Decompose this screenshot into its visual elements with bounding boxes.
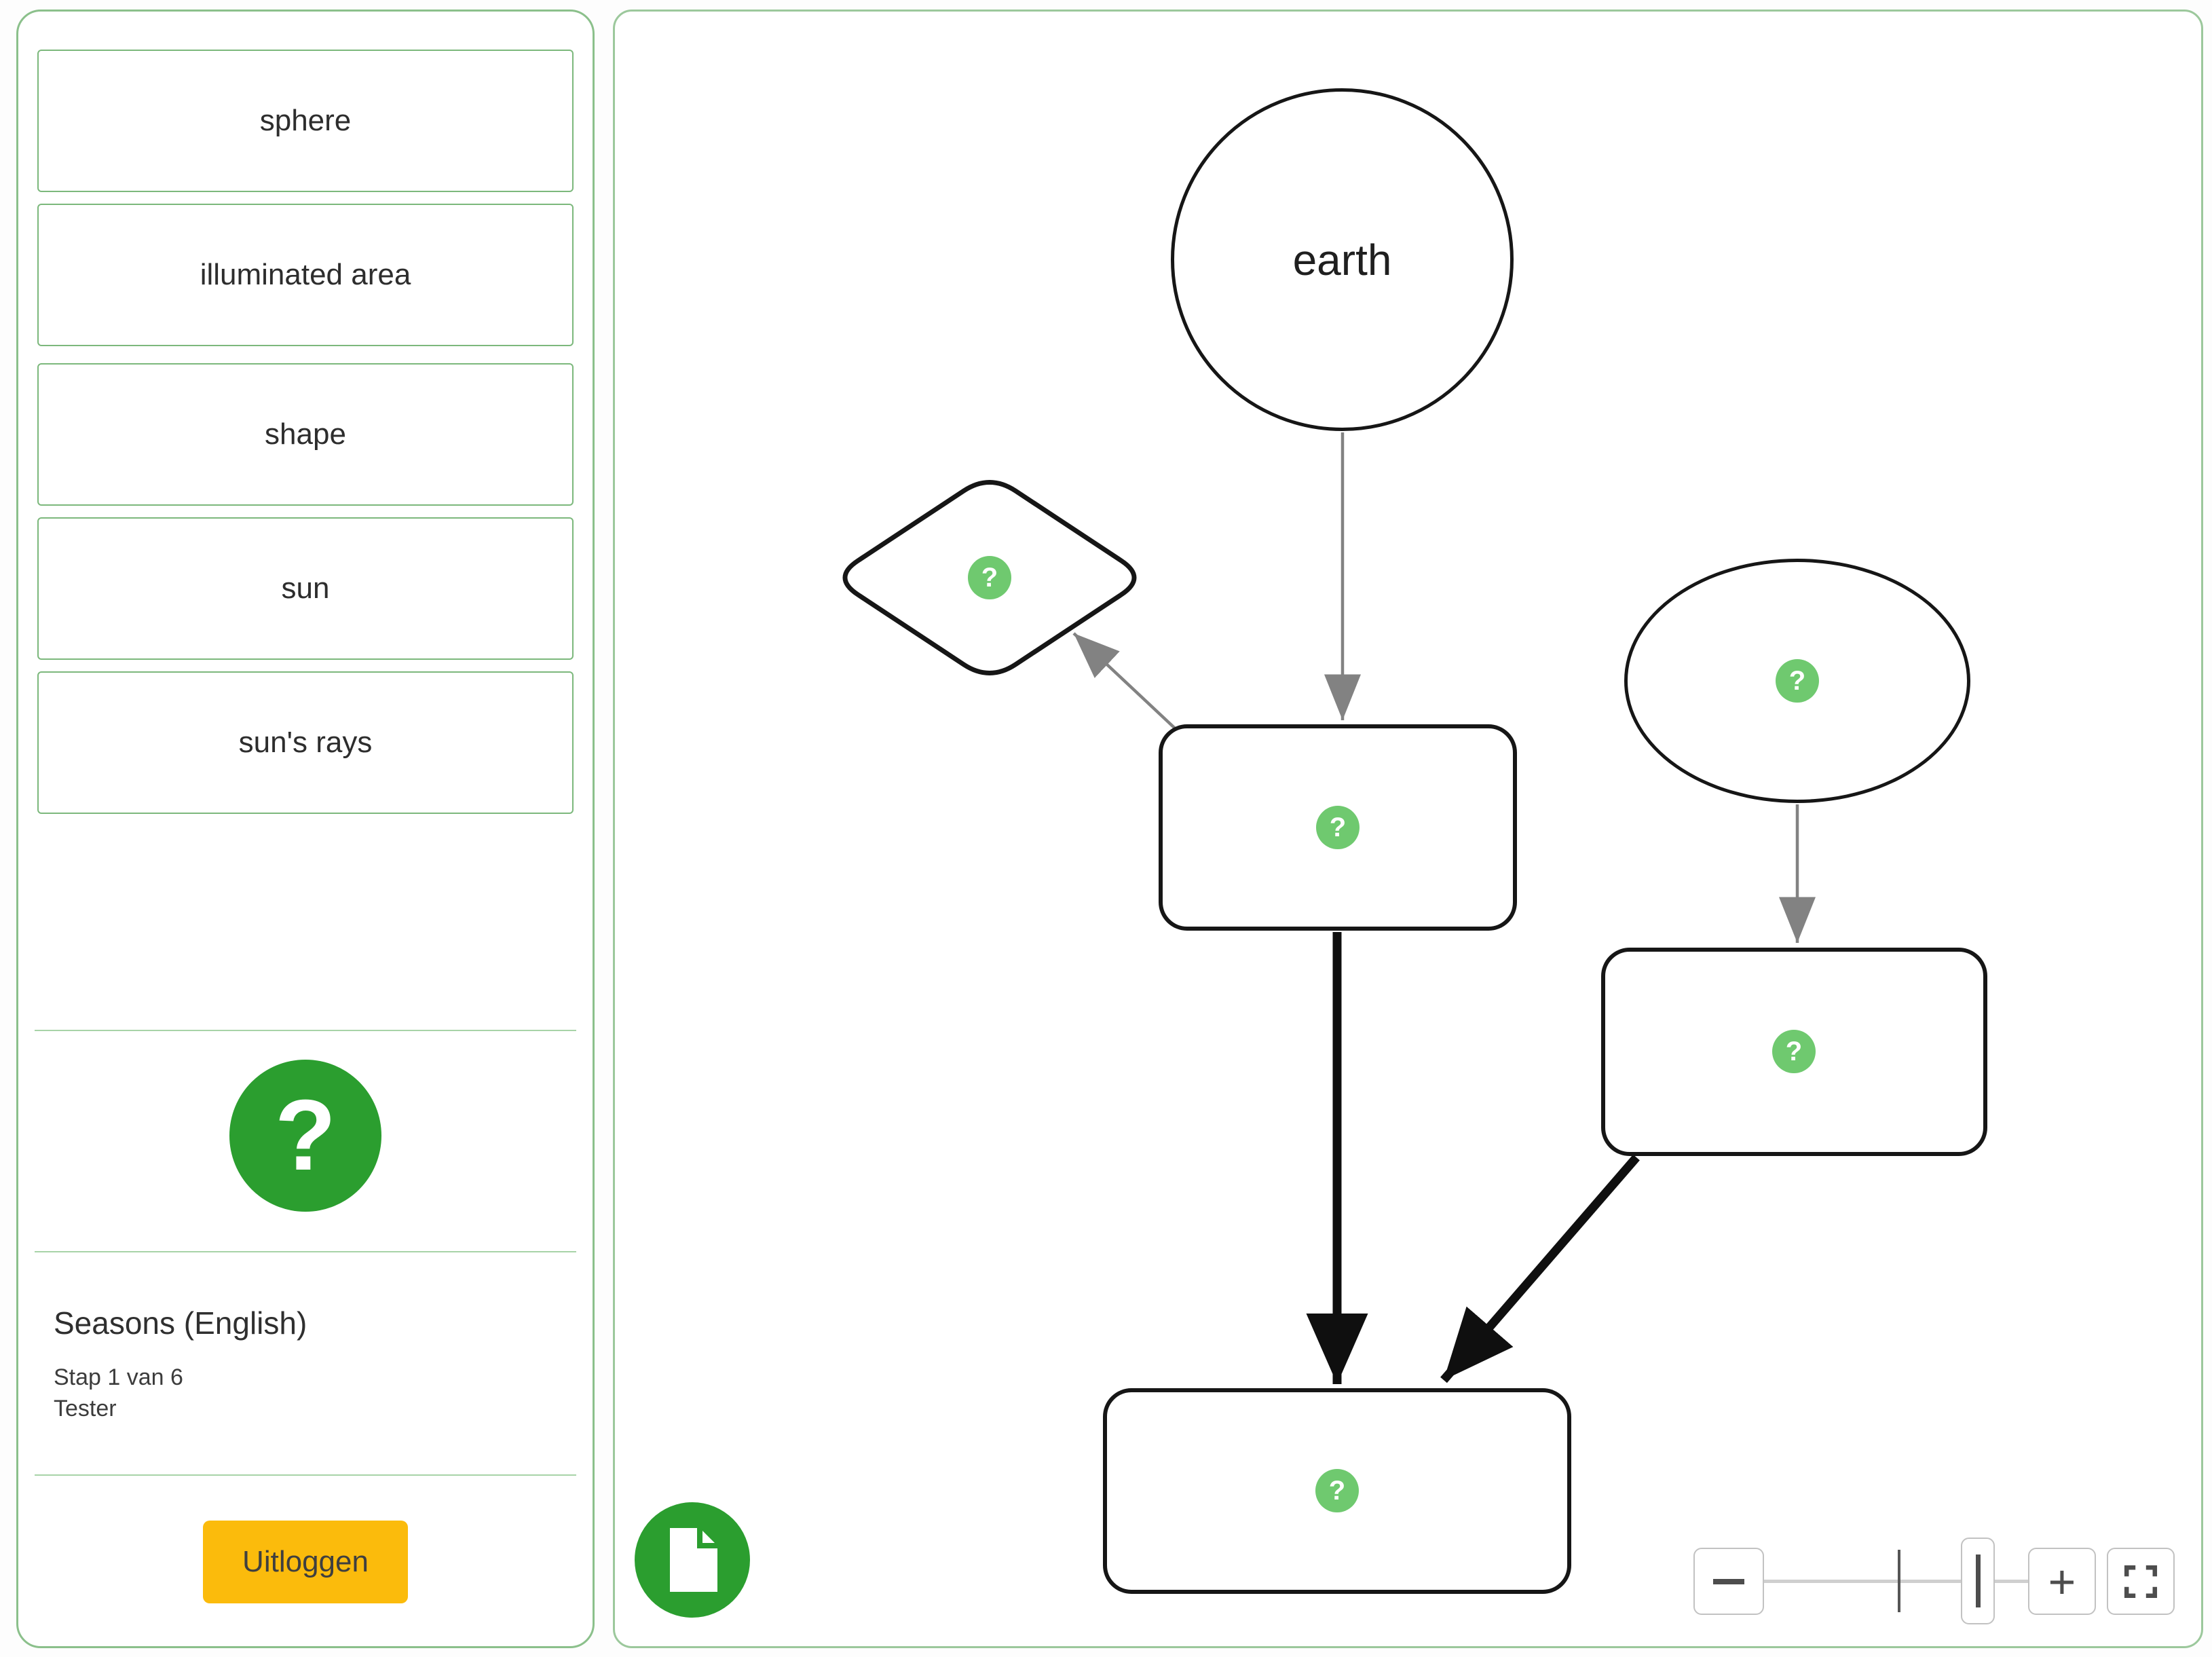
word-card-shape[interactable]: shape — [37, 363, 574, 506]
placeholder-badge-right-rect[interactable]: ? — [1772, 1030, 1816, 1073]
zoom-in-button[interactable]: + — [2028, 1548, 2096, 1615]
word-card-label: sun's rays — [238, 726, 373, 759]
question-mark-icon: ? — [274, 1079, 337, 1191]
project-title: Seasons (English) — [54, 1305, 307, 1341]
plus-icon: + — [2048, 1554, 2076, 1608]
zoom-slider-handle[interactable] — [1961, 1538, 1995, 1624]
session-info: Seasons (English) Stap 1 van 6 Tester — [54, 1303, 307, 1424]
step-indicator: Stap 1 van 6 — [54, 1364, 183, 1390]
placeholder-badge-diamond[interactable]: ? — [968, 556, 1011, 599]
fullscreen-icon — [2124, 1565, 2158, 1598]
document-button[interactable] — [633, 1501, 751, 1619]
node-earth[interactable]: earth — [1171, 88, 1514, 431]
zoom-slider-track[interactable] — [1764, 1580, 2028, 1583]
document-icon — [635, 1502, 750, 1618]
slider-handle-icon — [1975, 1554, 1981, 1607]
minus-icon — [1713, 1578, 1744, 1584]
user-name: Tester — [54, 1396, 117, 1421]
word-card-sun[interactable]: sun — [37, 517, 574, 660]
logout-button[interactable]: Uitloggen — [203, 1521, 408, 1603]
edge-center-to-diamond — [1072, 632, 1185, 738]
node-bottom-rect[interactable] — [1103, 1388, 1571, 1594]
word-card-label: shape — [265, 417, 346, 451]
word-card-illuminated-area[interactable]: illuminated area — [37, 204, 574, 346]
sidebar-panel: sphere illuminated area shape sun sun's … — [16, 10, 595, 1648]
word-card-label: sun — [281, 572, 330, 605]
word-card-suns-rays[interactable]: sun's rays — [37, 671, 574, 814]
zoom-out-button[interactable] — [1693, 1548, 1764, 1615]
word-card-label: sphere — [259, 104, 352, 137]
word-card-sphere[interactable]: sphere — [37, 50, 574, 192]
zoom-slider-tick — [1898, 1550, 1900, 1612]
sidebar-divider — [35, 1030, 576, 1031]
word-card-label: illuminated area — [200, 258, 411, 291]
help-button[interactable]: ? — [229, 1060, 381, 1212]
sidebar-divider — [35, 1251, 576, 1252]
placeholder-badge-center-rect[interactable]: ? — [1316, 806, 1360, 849]
edge-rightrect-to-bottom — [1440, 1154, 1640, 1383]
sidebar-divider — [35, 1474, 576, 1476]
placeholder-badge-right-ellipse[interactable]: ? — [1776, 659, 1819, 703]
fullscreen-button[interactable] — [2107, 1548, 2175, 1615]
concept-map-canvas[interactable]: earth ? ? ? ? ? — [613, 10, 2203, 1648]
node-earth-label: earth — [1292, 235, 1392, 284]
placeholder-badge-bottom-rect[interactable]: ? — [1315, 1469, 1359, 1512]
